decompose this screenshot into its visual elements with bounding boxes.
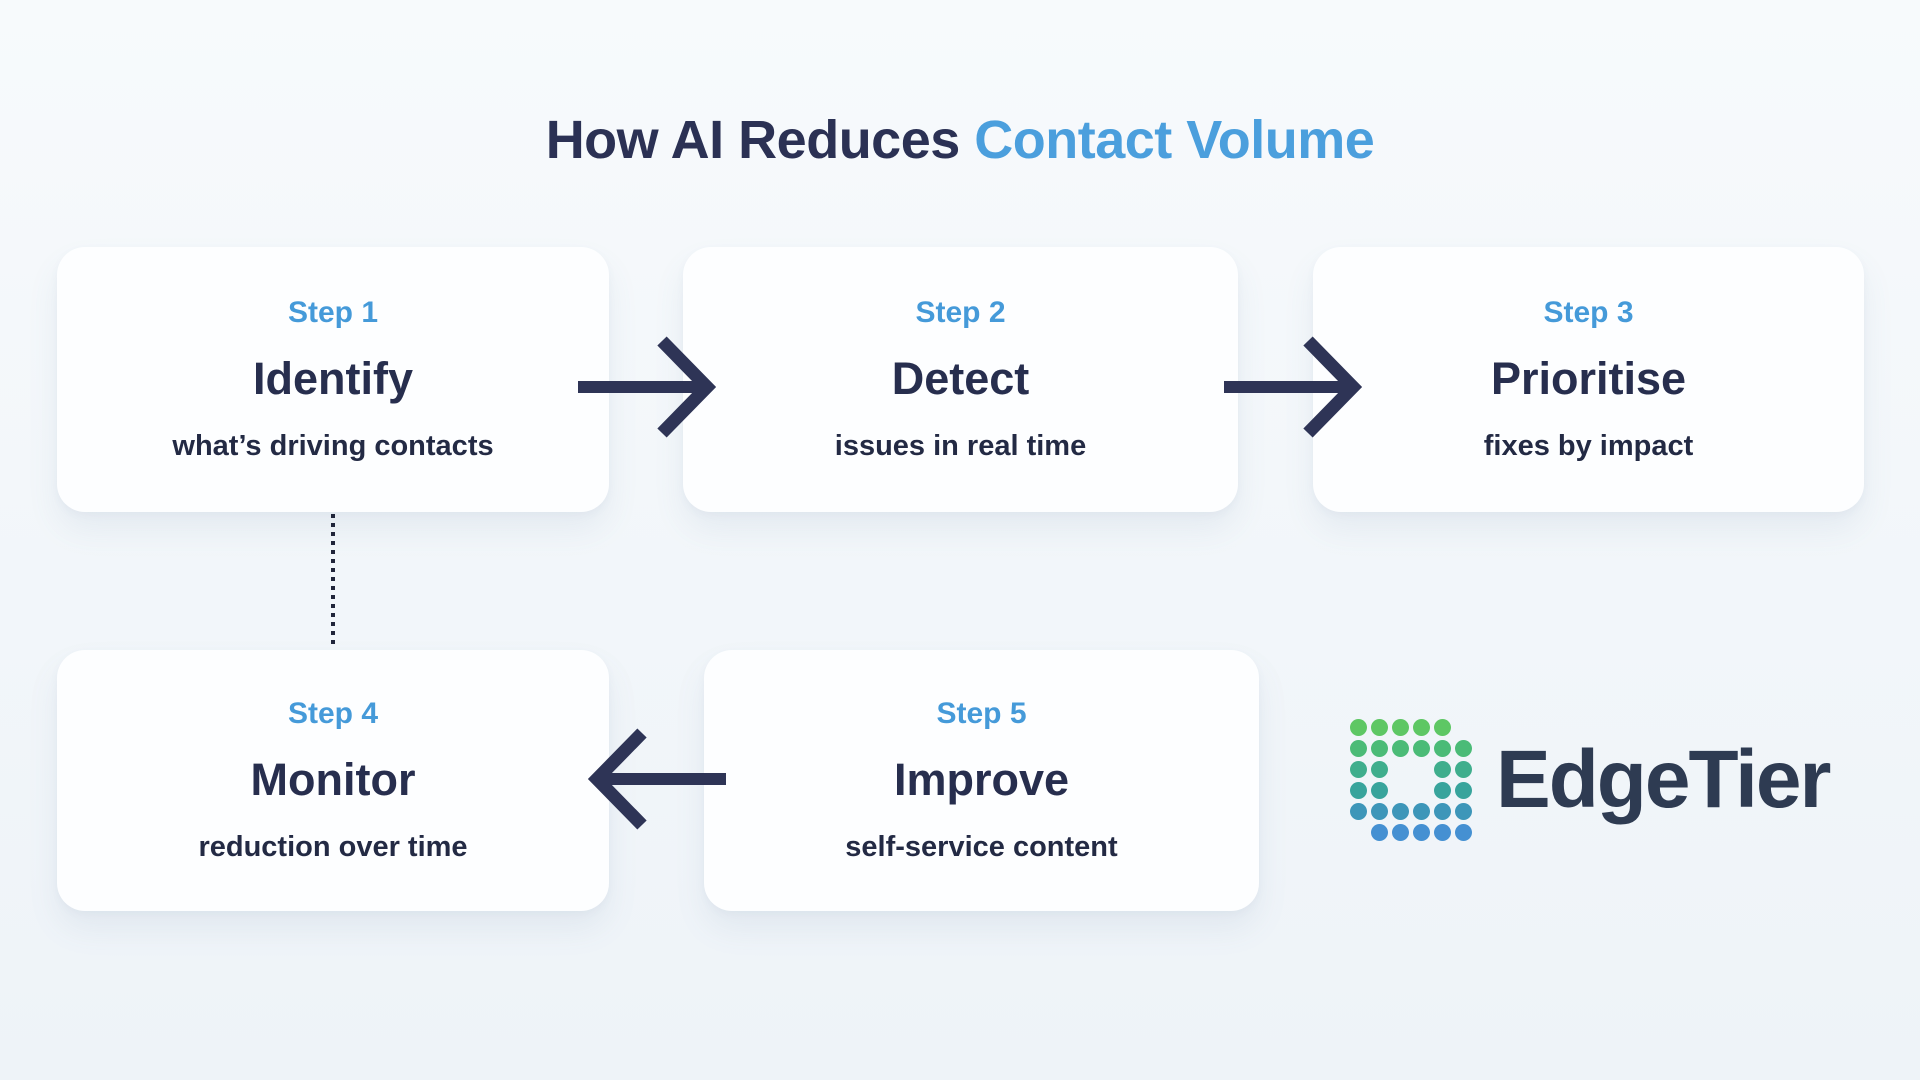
edgetier-dot-grid-icon — [1350, 719, 1472, 841]
arrow-right-icon — [1222, 332, 1362, 442]
step-number-label: Step 3 — [1543, 296, 1634, 329]
dotted-connector-line — [331, 514, 335, 648]
arrow-right-icon — [576, 332, 716, 442]
step-title: Monitor — [250, 754, 416, 805]
page-title-highlight: Contact Volume — [974, 110, 1375, 170]
edgetier-logo-text: EdgeTier — [1496, 734, 1831, 825]
arrow-left-icon — [588, 724, 728, 834]
step-number-label: Step 5 — [936, 697, 1027, 730]
step-card-prioritise: Step 3 Prioritise fixes by impact — [1313, 247, 1864, 512]
step-number-label: Step 4 — [287, 697, 379, 730]
step-subtitle: self-service content — [845, 831, 1118, 863]
step-title: Prioritise — [1490, 353, 1687, 404]
edgetier-logo: EdgeTier — [1350, 716, 1831, 844]
step-number-label: Step 2 — [915, 296, 1006, 329]
step-title: Improve — [893, 754, 1070, 805]
page-title: How AI Reduces Contact Volume — [0, 110, 1920, 170]
step-number-label: Step 1 — [287, 296, 379, 329]
step-subtitle: what’s driving contacts — [172, 430, 494, 462]
step-title: Identify — [252, 353, 413, 404]
step-card-monitor: Step 4 Monitor reduction over time — [57, 650, 609, 911]
step-subtitle: issues in real time — [834, 430, 1087, 462]
step-card-detect: Step 2 Detect issues in real time — [683, 247, 1238, 512]
step-title: Detect — [891, 353, 1030, 404]
step-subtitle: fixes by impact — [1483, 430, 1694, 462]
step-card-identify: Step 1 Identify what’s driving contacts — [57, 247, 609, 512]
page-title-prefix: How AI Reduces — [545, 110, 975, 170]
step-subtitle: reduction over time — [198, 831, 468, 863]
step-card-improve: Step 5 Improve self-service content — [704, 650, 1259, 911]
